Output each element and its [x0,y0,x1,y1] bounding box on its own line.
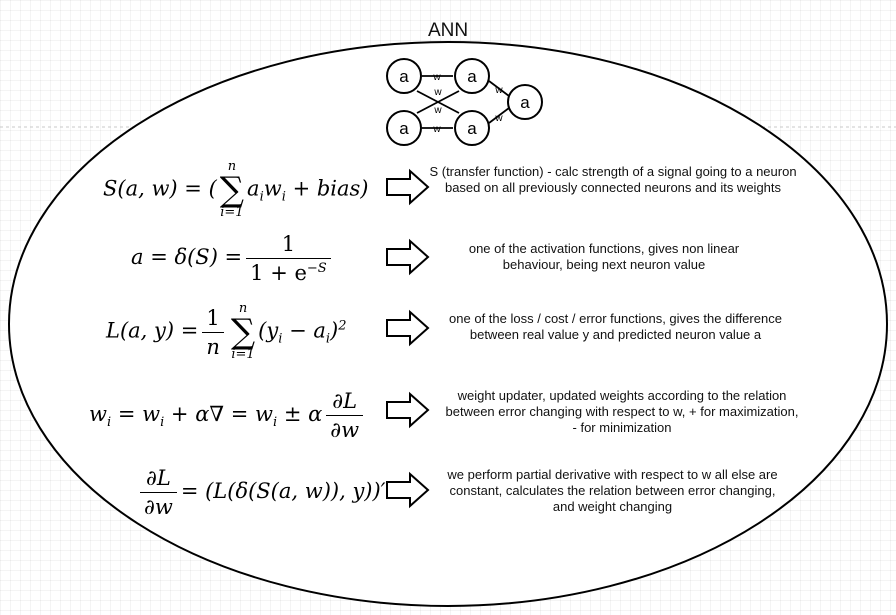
fraction: ∂L∂w [140,466,177,519]
formula-term: ± α [277,402,323,426]
denominator: ∂w [326,415,364,442]
node-label: a [399,67,409,86]
formula-term: (y [258,318,279,343]
subscript: i [106,415,112,431]
formula-term: + α∇ = w [164,402,273,426]
weight-label: w [432,124,441,135]
node-label: a [467,67,477,86]
subscript: i [160,415,165,431]
weight-label: w [432,72,441,83]
denominator: n [202,331,224,359]
superscript: 2 [338,318,347,334]
description-derivative: we perform partial derivative with respe… [447,467,778,514]
formula-lhs: L(a, y) = [106,318,199,343]
formula-derivative: ∂L∂w= (L(δ(S(a, w)), y))′ [136,466,385,519]
formula-update: wi = wi + α∇ = wi ± α∂L∂w [89,389,367,442]
diagram-title: ANN [427,20,469,41]
subscript: i [272,415,278,431]
formula-lhs: S(a, w) = ( [103,176,217,201]
node-hidden-2[interactable] [454,110,490,146]
subscript: i [325,331,331,347]
arrows [386,168,430,509]
subscript: i [278,331,283,347]
edge-cross-up [416,90,460,114]
edge-to-output-bottom [488,107,510,124]
description-loss: one of the loss / cost / error functions… [449,311,782,342]
arrow-right-icon [386,309,430,347]
formula-term: ) [330,318,339,343]
denominator: ∂w [140,492,177,519]
arrow-right-icon [386,238,430,276]
description-update: weight updater, updated weights accordin… [445,388,799,435]
node-label: a [467,119,477,138]
formula-term: + bias) [285,176,369,201]
formula-term: = w [111,402,161,426]
weight-label: w [494,113,503,124]
numerator: ∂L [332,389,358,413]
sum-lower: i=1 [220,205,244,220]
subscript: i [259,189,264,205]
node-output[interactable] [507,84,543,120]
description-activation: one of the activation functions, gives n… [468,241,740,272]
numerator: 1 [281,232,296,256]
node-input-2[interactable] [386,110,422,146]
sum-upper: n [227,159,237,174]
superscript: −S [306,261,327,276]
edge-to-output-top [488,80,510,97]
sigma: ∑ [219,170,245,210]
arrow-right-icon [386,168,430,206]
sum-symbol: n∑i=1 [231,302,255,362]
weight-label: w [433,105,442,116]
node-label: a [399,119,409,138]
ann-ellipse[interactable] [8,41,888,607]
denominator: 1 + e [250,261,307,285]
numerator: 1 [206,305,220,330]
sigma: ∑ [230,312,256,352]
node-hidden-1[interactable] [454,58,490,94]
node-label: a [520,93,530,112]
formula-lhs: a = δ(S) = [131,245,243,269]
fraction: ∂L∂w [326,389,364,442]
node-input-1[interactable] [386,58,422,94]
formula-term: a [247,176,260,201]
formula-term: w [263,176,282,201]
formula-activation: a = δ(S) = 1 1 + e−S [131,232,335,285]
subscript: i [281,189,286,205]
numerator: ∂L [146,466,171,490]
weight-label: w [494,85,503,96]
network-edges [416,75,510,129]
formula-term: w [89,402,107,426]
sum-lower: i=1 [231,347,255,362]
description-transfer: S (transfer function) - calc strength of… [429,164,797,195]
sum-symbol: n∑i=1 [220,160,244,220]
formula-rhs: = (L(δ(S(a, w)), y))′ [180,479,386,503]
formula-term: − a [282,318,326,343]
arrow-right-icon [386,471,430,509]
arrow-right-icon [386,391,430,429]
sum-upper: n [238,301,248,316]
fraction: 1 1 + e−S [246,232,331,285]
weight-label: w [433,87,442,98]
